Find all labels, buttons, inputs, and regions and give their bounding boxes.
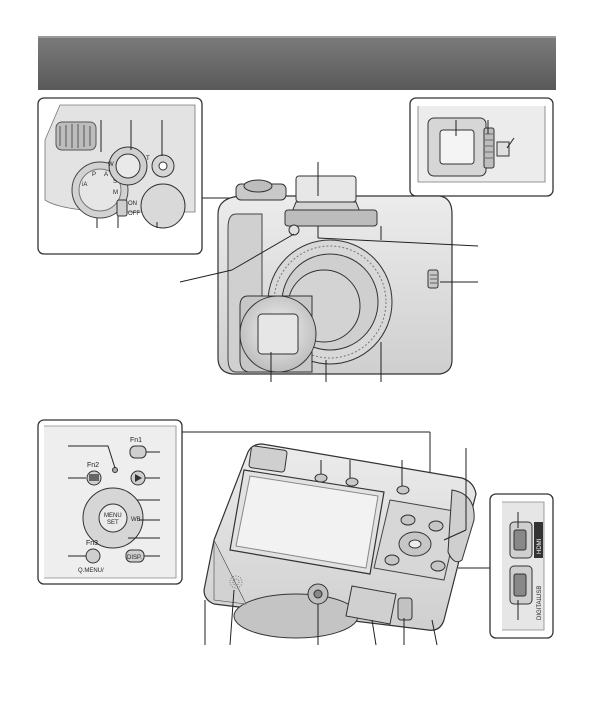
- viewfinder-popup: [295, 175, 357, 203]
- release-lever[interactable]: [397, 597, 413, 621]
- hdmi-label: HDMI: [537, 538, 543, 554]
- rear-buttons-inset: Fn1 Fn2 MENU SET WB Fn3 Q.MENU/ DISP.: [37, 419, 183, 585]
- power-switch[interactable]: ON OFF: [116, 199, 140, 217]
- viewfinder-rear: [248, 445, 288, 473]
- camera-rear-view: [203, 443, 490, 646]
- camera-front-view: [179, 162, 479, 382]
- power-off-label: OFF: [128, 211, 140, 217]
- set-label: SET: [107, 520, 119, 526]
- status-indicator: [112, 467, 118, 473]
- usb-label: USB: [537, 586, 543, 598]
- card-battery-door[interactable]: [345, 585, 397, 625]
- control-dial[interactable]: [55, 121, 97, 151]
- motion-picture-button[interactable]: [151, 154, 175, 178]
- fn3-label: Fn3: [86, 540, 98, 547]
- round-control-knob[interactable]: [140, 183, 186, 229]
- menu-set-button[interactable]: [98, 503, 128, 533]
- viewfinder-window: [439, 129, 475, 165]
- qmenu-label: Q.MENU/: [78, 568, 104, 574]
- power-on-label: ON: [128, 201, 137, 207]
- section-header-bar: [38, 36, 556, 90]
- digital-label: DIGITAL: [537, 596, 543, 620]
- rear-button-panel: [373, 499, 461, 581]
- menu-label: MENU: [104, 513, 122, 519]
- fn3-qmenu-button[interactable]: [85, 548, 101, 564]
- mode-s-label: S: [113, 179, 117, 185]
- wb-label: WB: [131, 517, 141, 523]
- fn2-label: Fn2: [87, 462, 99, 469]
- top-button-2[interactable]: [345, 477, 359, 487]
- top-dial-inset: iA P A S M W T ON OFF: [37, 97, 203, 255]
- flash: [284, 209, 378, 227]
- fn1-label: Fn1: [130, 437, 142, 444]
- zoom-w-label: W: [108, 162, 114, 168]
- mode-p-label: P: [92, 172, 96, 178]
- zoom-t-label: T: [146, 156, 150, 162]
- fn1-button[interactable]: [129, 445, 147, 459]
- ports-inset: HDMI USB DIGITAL: [489, 493, 554, 639]
- disp-label: DISP.: [127, 555, 142, 561]
- viewfinder-inset: [409, 97, 554, 197]
- mode-a-label: A: [104, 172, 108, 178]
- shutter-button[interactable]: W T: [108, 146, 150, 186]
- control-dial-rear[interactable]: MENU SET WB: [82, 487, 144, 549]
- top-button-3[interactable]: [396, 485, 410, 495]
- top-button-1[interactable]: [314, 473, 328, 483]
- mode-m-label: M: [113, 190, 118, 196]
- af-assist-lamp: [288, 224, 300, 236]
- speaker: [232, 578, 240, 586]
- eye-sensor: [496, 141, 510, 157]
- mode-ia-label: iA: [82, 182, 87, 188]
- lens-ring-rear: [233, 593, 359, 639]
